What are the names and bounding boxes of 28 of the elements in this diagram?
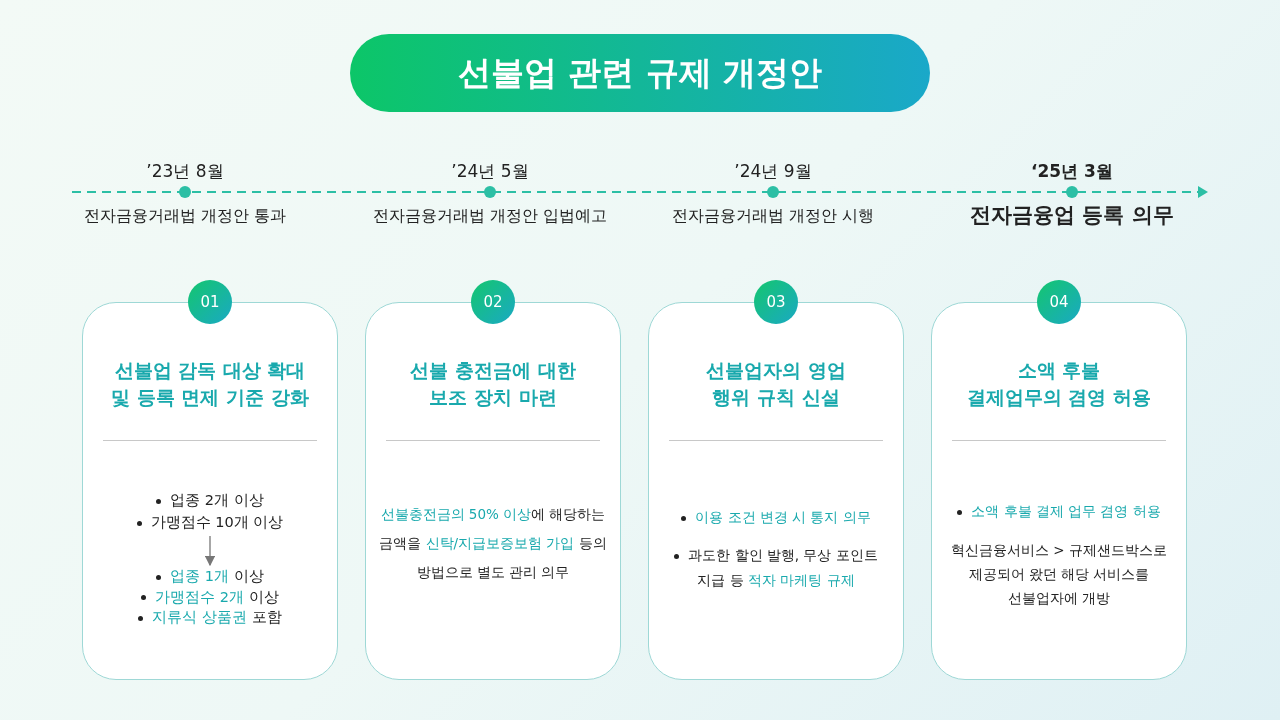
card-heading: 선불업자의 영업 행위 규칙 신설 — [705, 358, 847, 410]
card-heading: 선불업 감독 대상 확대 및 등록 면제 기준 강화 — [110, 358, 310, 410]
bullet-item: 지류식 상품권 포함 — [113, 607, 307, 628]
number-badge: 02 — [471, 280, 515, 324]
date-label: ‘25년 3월 — [1030, 160, 1114, 183]
arrow — [204, 535, 216, 567]
milestone-text: 전자금융업 등록 의무 — [969, 202, 1175, 229]
milestone-text: 전자금융거래법 개정안 시행 — [670, 206, 876, 227]
date-label: ’24년 9월 — [733, 160, 813, 183]
body-text: 선불충전금의 50% 이상에 해당하는 금액을 신탁/지급보증보험 가입 등의 방법으로 별도 관리 의무 — [378, 505, 608, 582]
title-banner: 선불업 관련 규제 개정안 — [350, 34, 930, 112]
bullet-item: 업종 2개 이상 — [113, 489, 307, 511]
number-badge: 03 — [754, 280, 798, 324]
card-heading: 소액 후불 결제업무의 겸영 허용 — [965, 358, 1153, 410]
date-label: ’24년 5월 — [450, 160, 530, 183]
card-heading: 선불 충전금에 대한 보조 장치 마련 — [409, 358, 577, 410]
bullet-item: 이용 조건 변경 시 통지 의무 — [659, 505, 893, 529]
bullet-item: 업종 1개 이상 — [113, 566, 307, 587]
number-badge: 01 — [188, 280, 232, 324]
bullet-item: 소액 후불 결제 업무 겸영 허용 — [942, 499, 1176, 523]
milestone-text: 전자금융거래법 개정안 통과 — [82, 206, 288, 227]
bullet-item: 과도한 할인 발행, 무상 포인트 지급 등 적자 마케팅 규제 — [659, 543, 893, 593]
date-label: ’23년 8월 — [145, 160, 225, 183]
number-badge: 04 — [1037, 280, 1081, 324]
bullet-item: 가맹점수 2개 이상 — [113, 586, 307, 607]
body-text: 혁신금융서비스 > 규제샌드박스로 제공되어 왔던 해당 서비스를 선불업자에 개방 — [950, 541, 1168, 608]
milestone-text: 전자금융거래법 개정안 입법예고 — [371, 206, 609, 227]
bullet-item: 가맹점수 10개 이상 — [113, 511, 307, 533]
